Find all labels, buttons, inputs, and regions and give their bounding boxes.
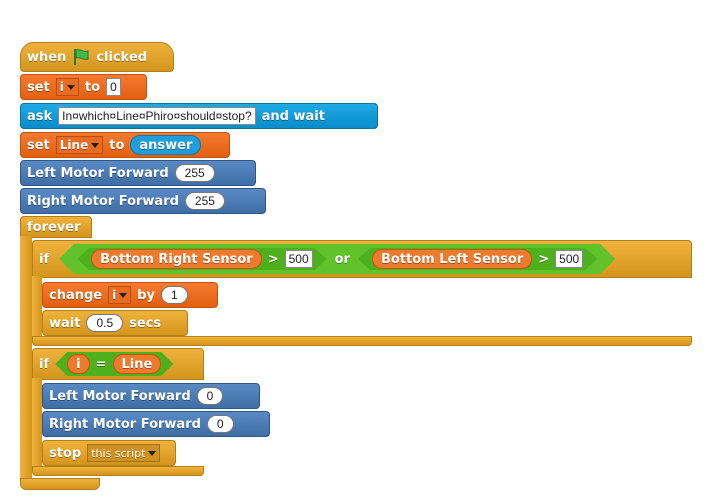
speed-input[interactable]: 0 [206,415,234,433]
bottom-left-sensor-reporter[interactable]: Bottom Left Sensor [372,249,532,269]
and-wait-label: and wait [261,108,325,124]
if-block-line[interactable]: if i = Line [32,348,204,380]
change-i-block[interactable]: change i by 1 [42,282,218,308]
set-line-block[interactable]: set Line to answer [20,132,230,158]
wait-duration-input[interactable]: 0.5 [86,314,124,332]
value-input[interactable]: 0 [106,78,121,96]
set-label: set [27,79,50,95]
or-operator: or [334,251,350,267]
speed-input[interactable]: 255 [174,164,215,182]
greater-than-condition-right[interactable]: Bottom Right Sensor > 500 [77,248,327,270]
ask-label: ask [27,108,53,124]
equals-operator: = [95,356,107,372]
wait-block[interactable]: wait 0.5 secs [42,310,188,336]
greater-than-operator: > [538,251,550,267]
if-rail [32,276,42,338]
greater-than-condition-left[interactable]: Bottom Left Sensor > 500 [358,248,597,270]
stop-option-value: this script [91,446,146,460]
bottom-right-sensor-reporter[interactable]: Bottom Right Sensor [91,249,262,269]
stop-label: stop [49,445,82,461]
left-motor-forward-block[interactable]: Left Motor Forward 255 [20,160,256,186]
right-motor-forward-label: Right Motor Forward [49,416,201,432]
if-bottom [32,466,204,476]
change-label: change [49,287,103,303]
green-flag-icon[interactable] [72,48,90,66]
clicked-label: clicked [96,49,148,65]
right-motor-forward-block[interactable]: Right Motor Forward 255 [20,188,266,214]
secs-label: secs [129,315,162,331]
stop-option-dropdown[interactable]: this script [87,444,161,462]
left-motor-forward-label: Left Motor Forward [27,165,169,181]
set-label: set [27,137,50,153]
greater-than-operator: > [267,251,279,267]
dropdown-arrow-icon [119,292,128,298]
change-amount-input[interactable]: 1 [161,286,188,304]
ask-and-wait-block[interactable]: ask In¤which¤Line¤Phiro¤should¤stop? and… [20,103,378,129]
variable-dropdown-i[interactable]: i [55,78,79,96]
variable-name-i: i [112,288,117,302]
to-label: to [84,79,101,95]
left-motor-forward-label: Left Motor Forward [49,388,191,404]
or-condition[interactable]: Bottom Right Sensor > 500 or Bottom Left… [59,244,615,274]
dropdown-arrow-icon [148,450,157,456]
if-rail [32,378,42,470]
answer-reporter[interactable]: answer [130,135,202,155]
forever-rail [20,236,32,482]
variable-line-reporter[interactable]: Line [113,354,162,374]
when-flag-clicked-block[interactable]: when clicked [20,42,174,72]
set-i-block[interactable]: set i to 0 [20,74,147,100]
stop-block[interactable]: stop this script [42,440,176,466]
dropdown-arrow-icon [66,84,75,90]
if-bottom [32,336,692,346]
speed-input[interactable]: 0 [196,387,224,405]
right-motor-forward-block[interactable]: Right Motor Forward 0 [42,411,270,437]
threshold-input-right[interactable]: 500 [285,250,313,268]
right-motor-forward-label: Right Motor Forward [27,193,179,209]
variable-dropdown-line[interactable]: Line [55,136,104,154]
wait-label: wait [49,315,81,331]
forever-bottom [20,478,100,490]
speed-input[interactable]: 255 [184,192,225,210]
left-motor-forward-block[interactable]: Left Motor Forward 0 [42,383,260,409]
dropdown-arrow-icon [91,142,100,148]
threshold-input-left[interactable]: 500 [555,250,583,268]
variable-dropdown-i[interactable]: i [108,286,132,304]
if-block-sensors[interactable]: if Bottom Right Sensor > 500 or Bottom L… [32,240,692,278]
by-label: by [137,287,156,303]
variable-name-i: i [59,80,64,94]
when-label: when [27,49,67,65]
variable-name-line: Line [59,138,89,152]
question-input[interactable]: In¤which¤Line¤Phiro¤should¤stop? [58,107,256,125]
to-label: to [109,137,125,153]
equals-condition[interactable]: i = Line [55,352,173,376]
variable-i-reporter[interactable]: i [67,354,89,374]
if-label: if [39,251,50,267]
forever-block[interactable]: forever [20,216,92,238]
if-label: if [39,356,50,372]
forever-label: forever [27,219,81,235]
